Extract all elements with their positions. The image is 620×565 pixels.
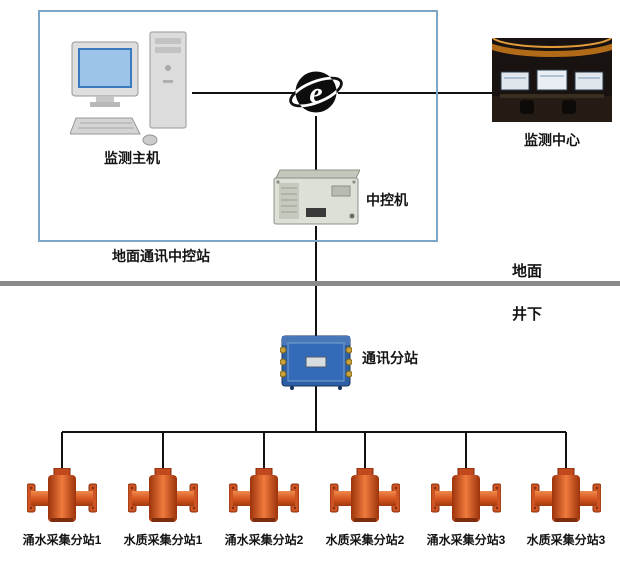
collector-device [431, 468, 501, 526]
control-room-photo [492, 38, 612, 122]
comm-substation-label: 通讯分站 [362, 350, 418, 366]
globe-e-icon: e [289, 71, 343, 113]
collector-device [128, 468, 198, 526]
collector-device [27, 468, 97, 526]
ground-station-boundary-box [38, 10, 438, 242]
underground-zone-label: 井下 [512, 306, 543, 323]
junction-box-image [280, 335, 352, 390]
svg-text:e: e [309, 76, 322, 109]
monitor-host-label: 监测主机 [104, 150, 160, 166]
substation-label: 水质采集分站1 [123, 533, 203, 547]
collector-device [330, 468, 400, 526]
substation-label: 水质采集分站3 [526, 533, 606, 547]
substation-label: 涌水采集分站3 [426, 533, 506, 547]
substation-label: 涌水采集分站1 [22, 533, 102, 547]
desktop-computer-image [70, 31, 187, 146]
substation-label: 水质采集分站2 [325, 533, 405, 547]
surface-zone-label: 地面 [512, 263, 543, 280]
central-control-label: 中控机 [366, 192, 408, 208]
surface-underground-divider [0, 281, 620, 286]
ground-station-label: 地面通讯中控站 [112, 248, 210, 264]
collector-device [531, 468, 601, 526]
substation-label: 涌水采集分站2 [224, 533, 304, 547]
monitor-center-label: 监测中心 [524, 132, 580, 148]
rack-server-image [273, 169, 360, 225]
collector-device [229, 468, 299, 526]
